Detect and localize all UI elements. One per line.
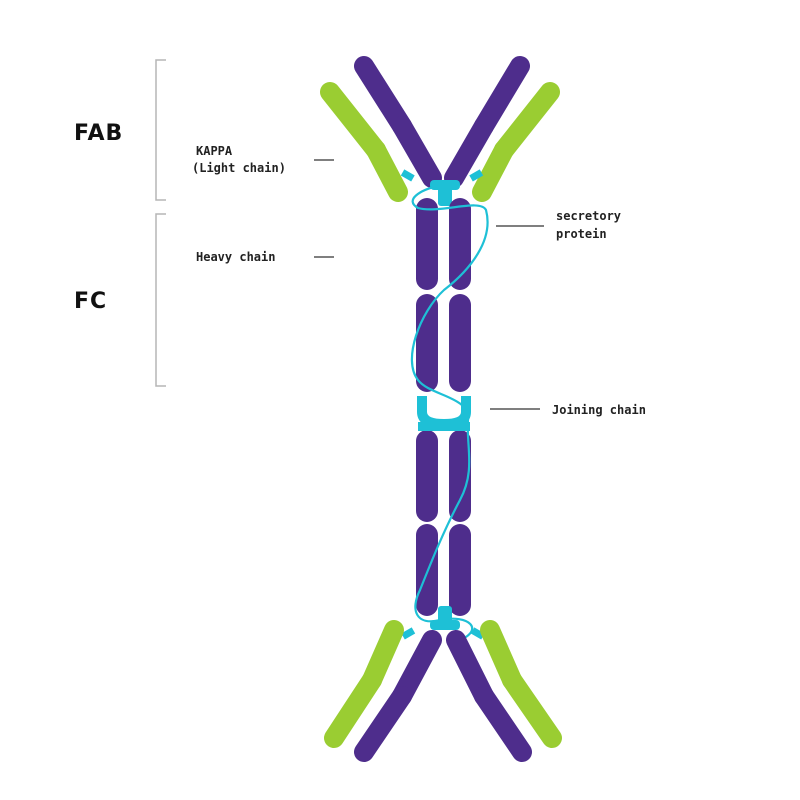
lower-left-arm [324, 620, 442, 762]
upper-left-arm [320, 56, 442, 202]
secretory-label: secretory [556, 209, 621, 223]
secretory-component [410, 184, 489, 642]
kappa-label: KAPPA [196, 144, 233, 158]
joining-chain [417, 396, 471, 431]
light-chain-label: (Light chain) [192, 161, 286, 175]
lower-fc-stem [416, 430, 471, 616]
lower-right-arm [446, 620, 562, 762]
joining-chain-label: Joining chain [552, 403, 646, 417]
upper-right-arm [444, 56, 560, 202]
fab-bracket [155, 59, 166, 201]
upper-fc-stem [416, 198, 471, 392]
fc-label: FC [74, 289, 107, 314]
protein-label: protein [556, 227, 607, 241]
fc-bracket [155, 213, 166, 387]
fab-label: FAB [74, 121, 123, 146]
lower-hinge [401, 606, 485, 640]
upper-hinge [400, 169, 484, 206]
heavy-chain-label: Heavy chain [196, 250, 275, 264]
